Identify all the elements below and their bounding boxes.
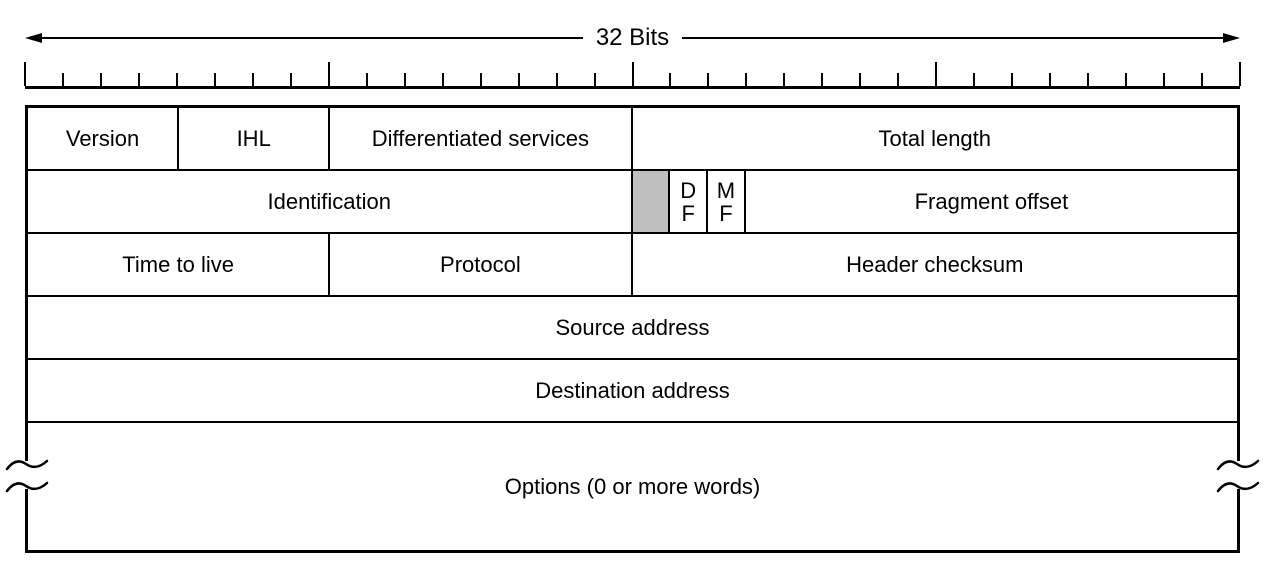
ruler-tick	[24, 62, 26, 86]
field-cell-time-to-live: Time to live	[28, 234, 331, 295]
field-label: Time to live	[122, 251, 234, 277]
ip-header-table: Version IHL Differentiated services Total l…	[5, 105, 1260, 553]
ruler-tick	[1201, 73, 1204, 86]
field-label-line: M	[716, 177, 736, 203]
bit-width-header: 32 Bits	[25, 24, 1240, 52]
field-label: Total length	[878, 125, 992, 151]
ruler-tick	[1087, 73, 1090, 86]
field-label: IHL	[236, 125, 271, 151]
field-cell-differentiated-services: Differentiated services	[330, 108, 633, 169]
field-label-line: F	[719, 200, 733, 226]
field-label: Identification	[267, 188, 392, 214]
arrow-line-left	[42, 37, 583, 39]
field-cell-fragment-offset: Fragment offset	[746, 171, 1237, 232]
field-label: Options (0 or more words)	[504, 473, 761, 499]
field-cell-version: Version	[28, 108, 180, 169]
field-label: Fragment offset	[914, 188, 1069, 214]
break-mark-left-icon	[5, 459, 49, 493]
header-row-word-5: Destination address	[28, 360, 1237, 423]
ruler-tick	[897, 73, 900, 86]
header-row-word-3: Time to live Protocol Header checksum	[28, 234, 1237, 297]
ruler-tick	[1011, 73, 1014, 86]
field-cell-destination-address: Destination address	[28, 360, 1237, 421]
ruler-tick	[1163, 73, 1166, 86]
header-row-word-1: Version IHL Differentiated services Total l…	[28, 108, 1237, 171]
field-cell-identification: Identification	[28, 171, 633, 232]
ruler-tick	[175, 73, 178, 86]
ruler-tick	[1049, 73, 1052, 86]
field-cell-total-length: Total length	[633, 108, 1238, 169]
ruler-tick	[745, 73, 748, 86]
ruler-tick	[365, 73, 368, 86]
arrow-left-icon	[25, 33, 42, 43]
field-cell-header-checksum: Header checksum	[633, 234, 1238, 295]
field-label: Source address	[555, 314, 710, 340]
header-row-word-6-options: Options (0 or more words)	[28, 423, 1237, 550]
ipv4-header-diagram: 32 Bits Version IHL Differentiated service…	[5, 0, 1260, 553]
field-cell-protocol: Protocol	[330, 234, 633, 295]
ruler-tick	[935, 62, 938, 86]
ruler-tick	[973, 73, 976, 86]
ruler-tick	[327, 62, 330, 86]
field-label-line: F	[681, 200, 695, 226]
field-label-line: D	[680, 177, 697, 203]
bit-ruler	[24, 60, 1241, 89]
field-cell-source-address: Source address	[28, 297, 1237, 358]
ruler-tick	[859, 73, 862, 86]
arrow-line-right	[682, 37, 1223, 39]
field-cell-unused-bit	[632, 171, 671, 232]
ruler-tick	[251, 73, 254, 86]
field-label: Version	[65, 125, 140, 151]
ruler-tick	[1239, 62, 1241, 86]
field-cell-options: Options (0 or more words)	[28, 423, 1237, 550]
header-row-word-4: Source address	[28, 297, 1237, 360]
break-mark-right-icon	[1216, 459, 1260, 493]
field-label: Destination address	[535, 377, 730, 403]
ruler-tick	[99, 73, 102, 86]
ruler-tick	[289, 73, 292, 86]
bit-width-label: 32 Bits	[595, 24, 670, 51]
ruler-tick	[783, 73, 786, 86]
ruler-tick	[669, 73, 672, 86]
ruler-tick	[517, 73, 520, 86]
ruler-tick	[555, 73, 558, 86]
ruler-tick	[593, 73, 596, 86]
field-cell-ihl: IHL	[179, 108, 331, 169]
ruler-tick	[1125, 73, 1128, 86]
ruler-tick	[707, 73, 710, 86]
ruler-tick	[441, 73, 444, 86]
arrow-right-icon	[1223, 33, 1240, 43]
field-label: Differentiated services	[371, 125, 589, 151]
ruler-tick	[213, 73, 216, 86]
ruler-tick	[403, 73, 406, 86]
ruler-tick	[479, 73, 482, 86]
ruler-tick	[61, 73, 64, 86]
field-label: Protocol	[440, 251, 521, 277]
ruler-tick	[821, 73, 824, 86]
ruler-tick	[137, 73, 140, 86]
field-label: Header checksum	[846, 251, 1024, 277]
ruler-tick	[631, 62, 634, 86]
